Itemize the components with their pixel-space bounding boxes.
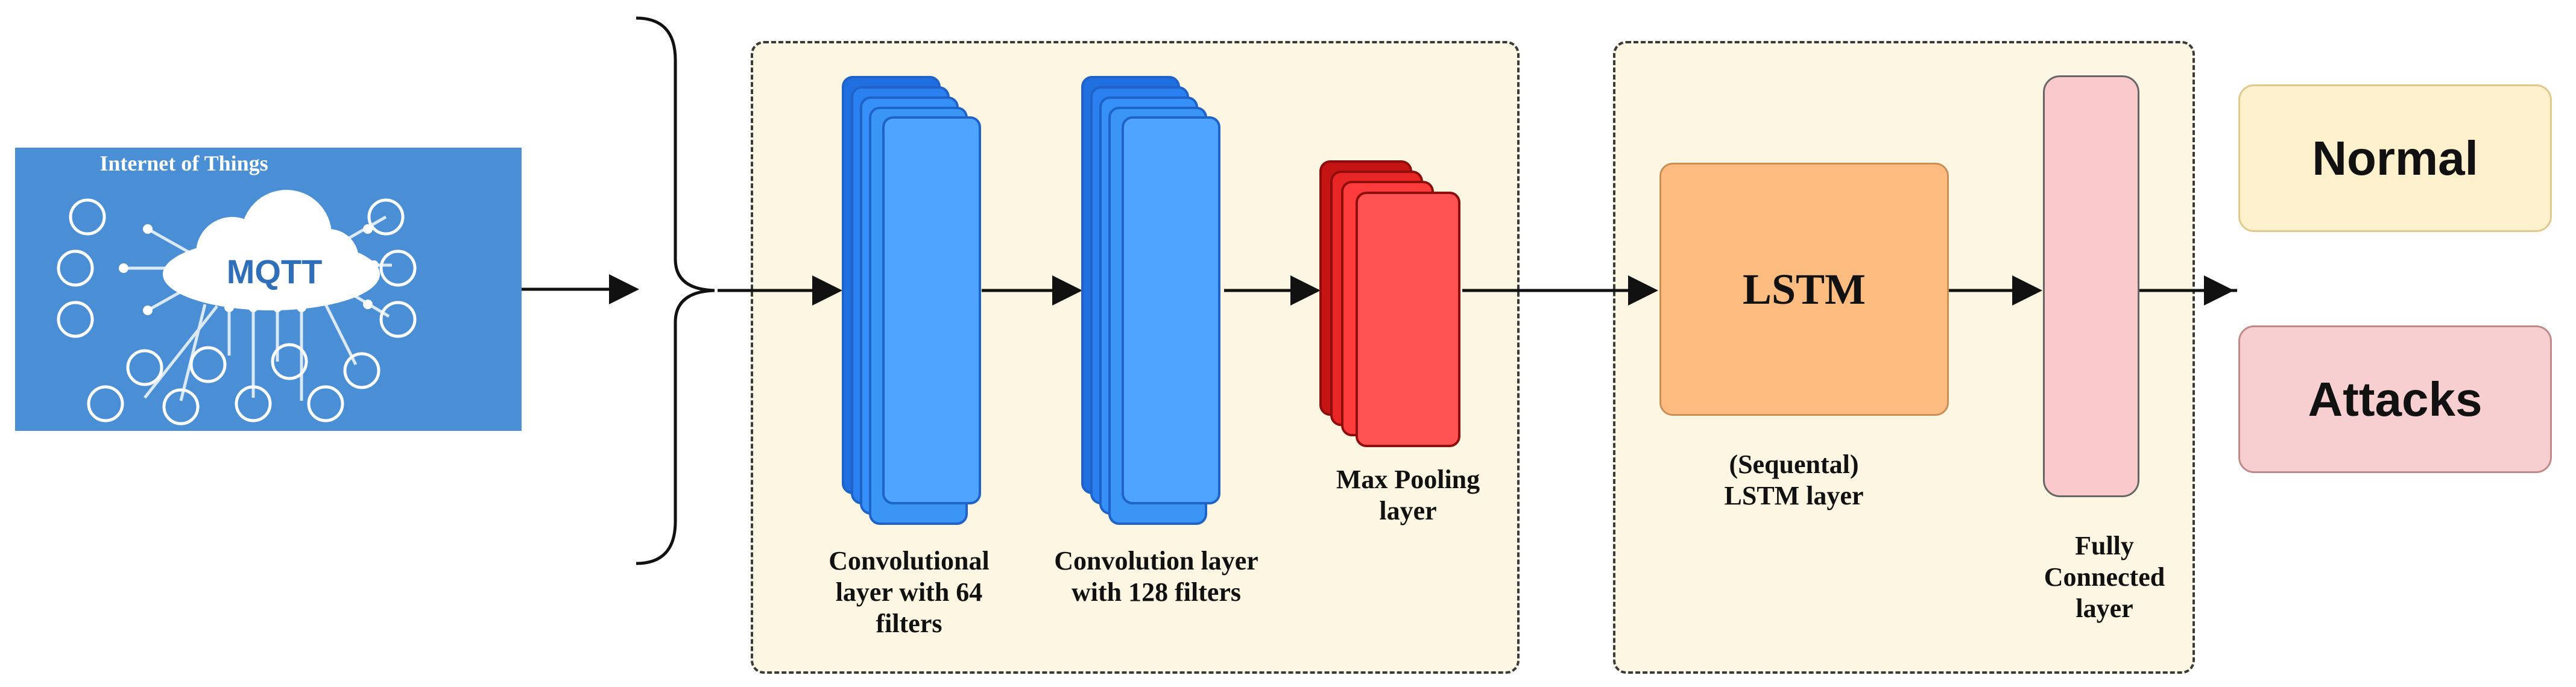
conv1-caption: Convolutional layer with 64 filters: [829, 546, 990, 638]
headset-icon: [87, 385, 124, 422]
pool-caption: Max Pooling layer: [1336, 465, 1480, 525]
bulb-icon: [271, 343, 308, 380]
cloud-icon: [163, 190, 380, 310]
router-icon: [57, 249, 94, 287]
monitor-icon: [57, 301, 94, 338]
fc-caption: Fully Connected layer: [2044, 531, 2165, 623]
pool-stack: [1319, 160, 1460, 447]
iot-icons: [57, 198, 417, 425]
output-normal: Normal: [2238, 84, 2552, 232]
location-icon: [367, 198, 405, 236]
share-icon: [69, 198, 106, 236]
gear-icon: [307, 385, 344, 422]
mqtt-label: MQTT: [227, 253, 323, 290]
lstm-caption: (Sequental) LSTM layer: [1724, 450, 1864, 510]
conv1-stack: [842, 76, 981, 525]
no-entry-icon: [126, 349, 163, 386]
tablet-icon: [189, 346, 227, 383]
iot-title: Internet of Things: [99, 151, 268, 175]
user-icon: [235, 385, 272, 422]
conv2-caption: Convolution layer with 128 filters: [1054, 546, 1258, 607]
fully-connected-box: [2043, 75, 2139, 497]
key-icon: [162, 388, 200, 425]
mail-icon: [379, 249, 417, 287]
lstm-box: LSTM: [1659, 163, 1949, 416]
output-attacks: Attacks: [2238, 325, 2552, 473]
input-brace: [636, 16, 715, 565]
camera-icon: [343, 352, 380, 389]
chat-icon: [379, 301, 417, 338]
conv2-stack: [1081, 76, 1220, 525]
